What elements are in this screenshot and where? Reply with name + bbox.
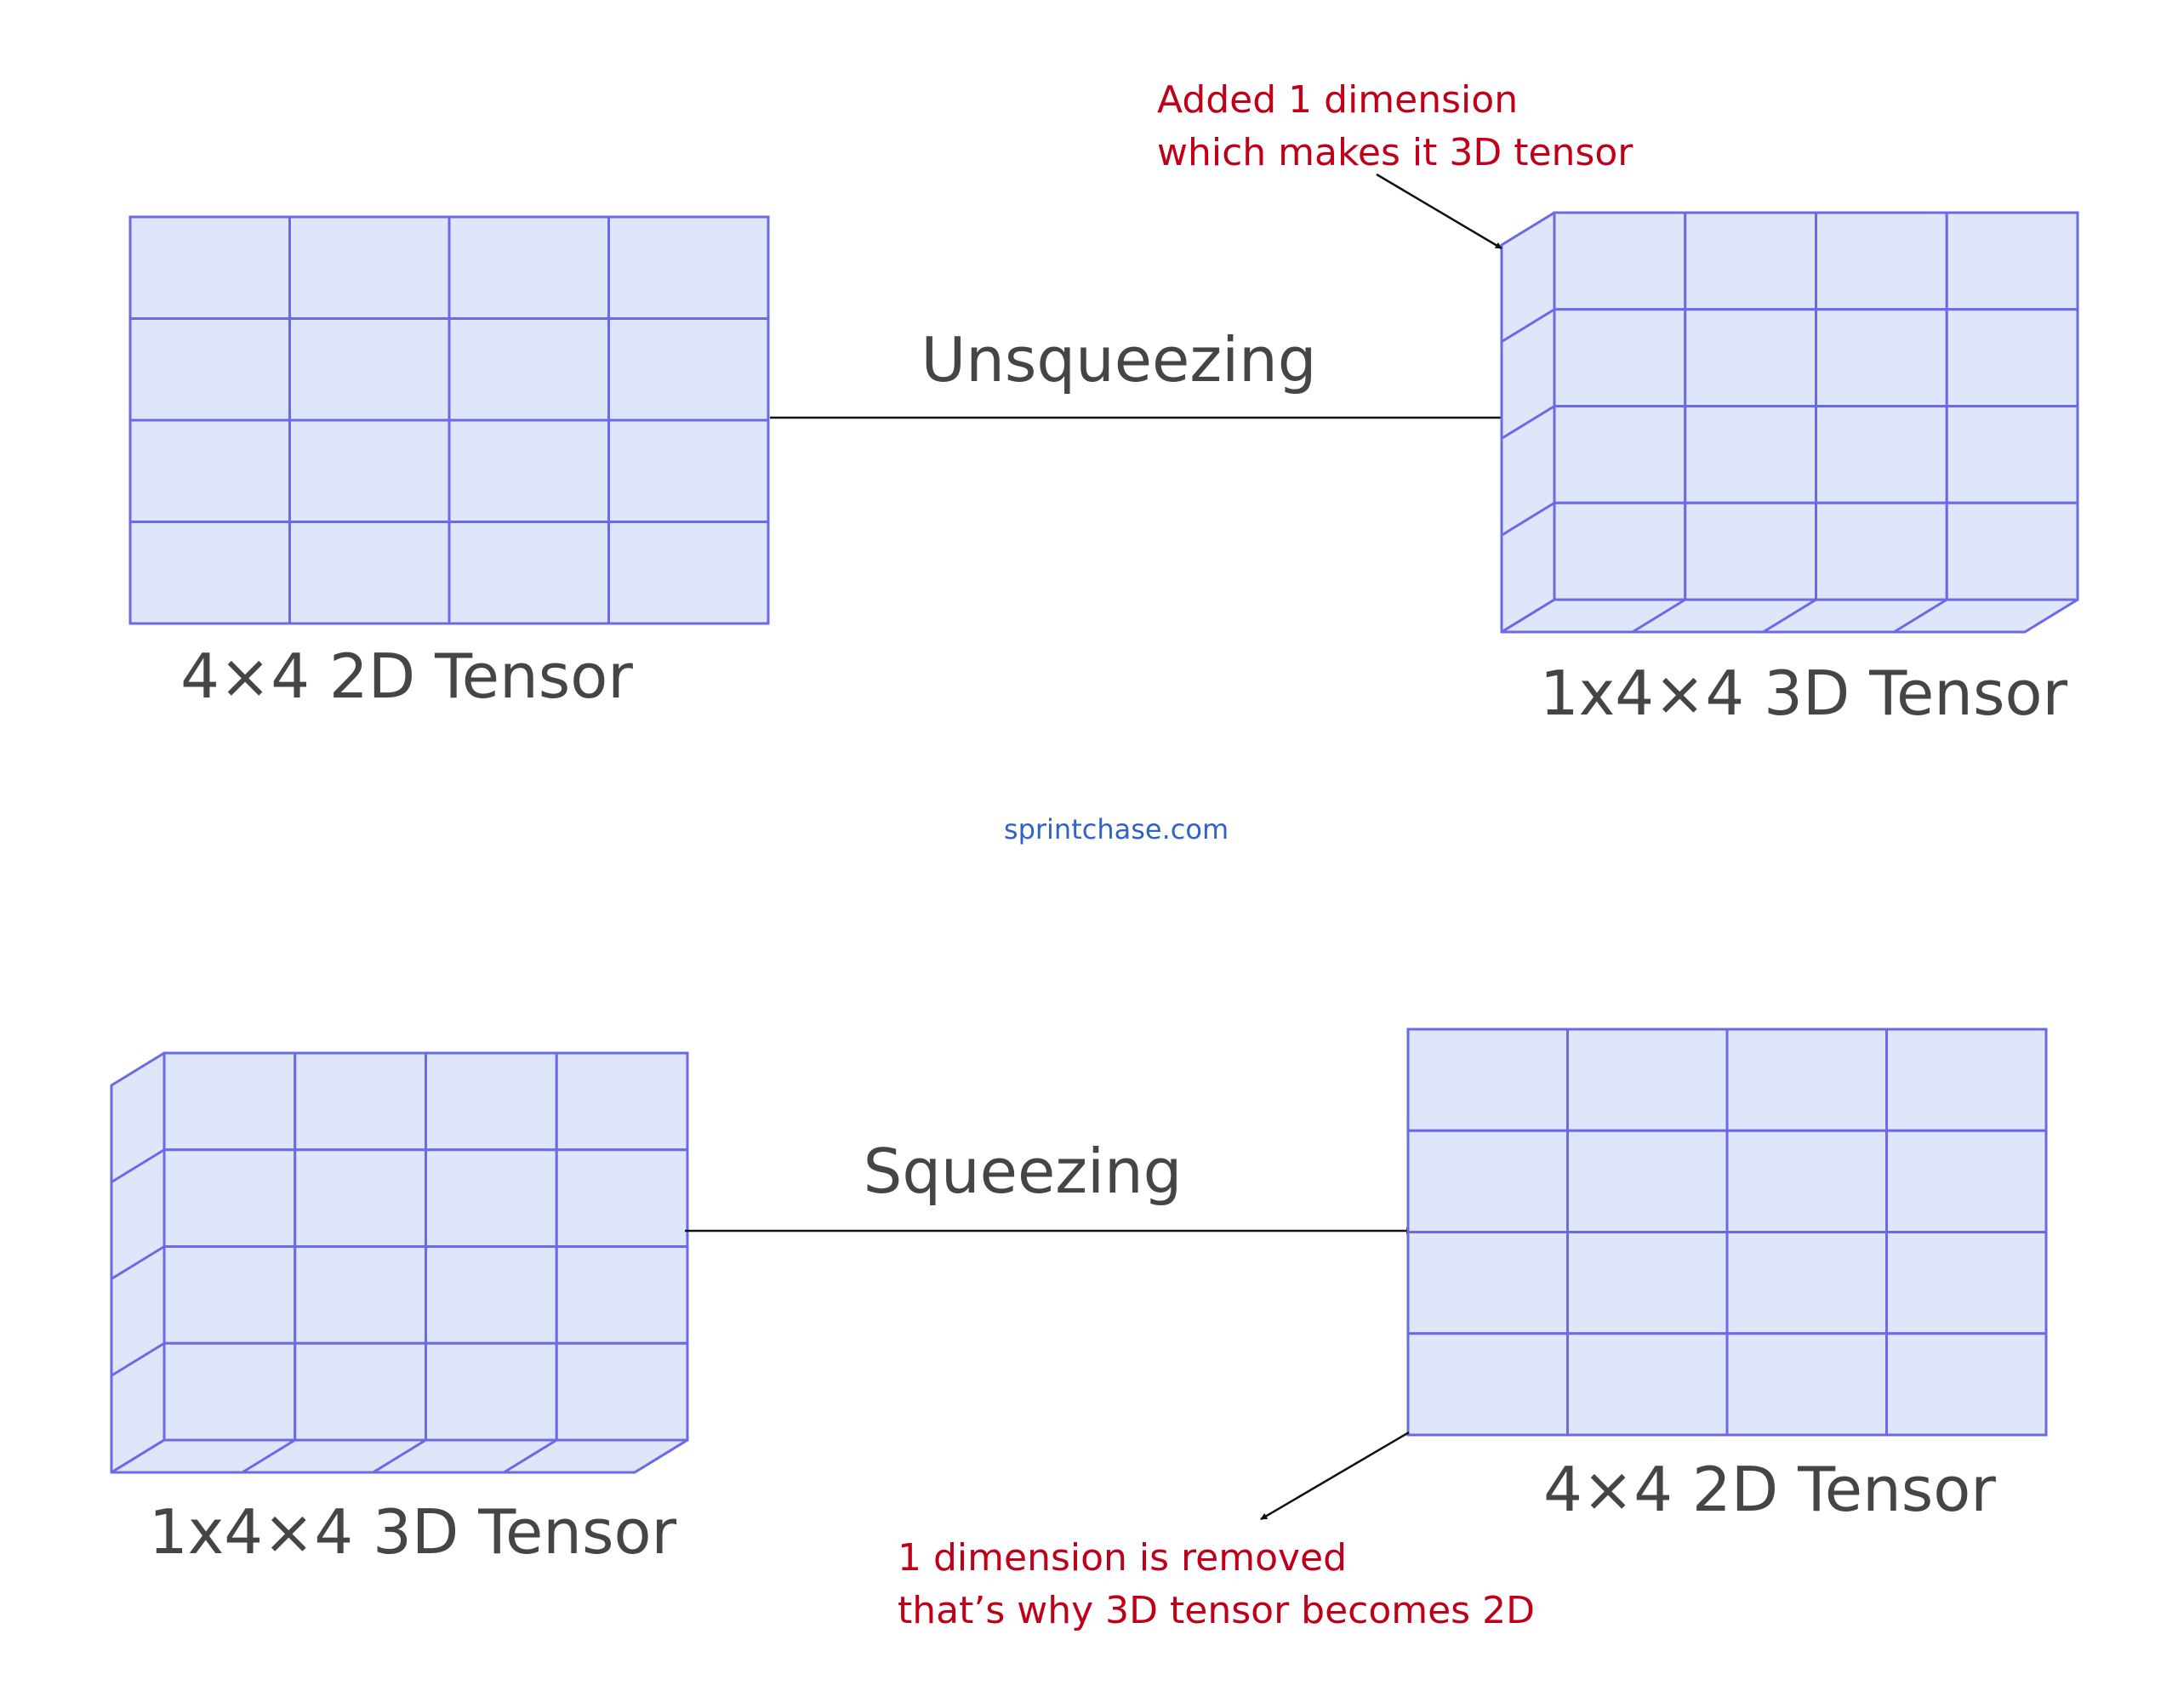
- bottom-right-label: 4×4 2D Tensor: [1543, 1454, 1996, 1525]
- tensor-cell: [162, 1341, 297, 1442]
- tensor-cell: [1406, 1231, 1569, 1335]
- tensor-cell: [1945, 211, 2079, 311]
- tensor-cell: [448, 215, 610, 320]
- add-dimension-note-line-2: which makes it 3D tensor: [1157, 131, 1634, 174]
- tensor-cell: [128, 418, 291, 523]
- tensor-cell: [294, 1148, 427, 1248]
- tensor-cell: [1566, 1129, 1729, 1233]
- tensor-cell: [1815, 211, 1948, 311]
- tensor-cell: [1684, 405, 1817, 504]
- tensor-cell: [607, 317, 770, 422]
- tensor-cell: [1885, 1332, 2048, 1437]
- tensor-cell: [1406, 1129, 1569, 1233]
- tensor-cell: [288, 521, 451, 625]
- tensor-bottom-divider: [1762, 598, 1817, 634]
- tensor-cell: [555, 1341, 689, 1442]
- tensor-bottom-divider: [372, 1438, 427, 1474]
- tensor-cell: [1684, 501, 1817, 601]
- tensor-side-divider: [1501, 308, 1555, 344]
- tensor-cell: [1945, 501, 2079, 601]
- tensor-cell: [448, 418, 610, 523]
- tensor-cell: [1725, 1231, 1888, 1335]
- tensor-cell: [425, 1051, 558, 1152]
- tensor-cell: [162, 1148, 297, 1248]
- tensor-cell: [555, 1245, 689, 1345]
- tensor-cell: [1566, 1332, 1729, 1437]
- tensor-cell: [448, 521, 610, 625]
- unsqueeze-label: Unsqueezing: [921, 324, 1317, 396]
- top-right-label: 1x4×4 3D Tensor: [1540, 658, 2068, 729]
- tensor-cell: [1815, 405, 1948, 504]
- tensor-cell: [1885, 1231, 2048, 1335]
- tensor-cell: [555, 1051, 689, 1152]
- tensor-cell: [1684, 211, 1817, 311]
- tensor-side-divider: [1501, 405, 1555, 440]
- watermark: sprintchase.com: [1004, 813, 1229, 845]
- tensor-cell: [294, 1051, 427, 1152]
- top-3d-tensor-block: [1500, 211, 2079, 634]
- tensor-side-divider: [111, 1148, 165, 1184]
- tensor-cell: [162, 1051, 297, 1152]
- tensor-cell: [607, 418, 770, 523]
- tensor-cell: [1815, 501, 1948, 601]
- tensor-cell: [294, 1341, 427, 1442]
- bottom-left-label: 1x4×4 3D Tensor: [149, 1496, 677, 1568]
- tensor-cell: [425, 1341, 558, 1442]
- tensor-cell: [128, 521, 291, 625]
- tensor-cell: [607, 521, 770, 625]
- tensor-cell: [294, 1245, 427, 1345]
- tensor-side-divider: [1501, 501, 1555, 537]
- tensor-cell: [555, 1148, 689, 1248]
- tensor-bottom-divider: [1893, 598, 1948, 634]
- tensor-bottom-divider: [503, 1438, 558, 1474]
- tensor-cell: [1725, 1332, 1888, 1437]
- tensor-cell: [1885, 1129, 2048, 1233]
- tensor-cell: [1684, 308, 1817, 407]
- remove-dimension-note-line-2: that’s why 3D tensor becomes 2D: [898, 1589, 1535, 1632]
- tensor-cell: [1553, 501, 1687, 601]
- tensor-cell: [1406, 1332, 1569, 1437]
- tensor-cell: [1885, 1028, 2048, 1132]
- bottom-3d-tensor-block: [110, 1051, 689, 1474]
- tensor-cell: [1406, 1028, 1569, 1132]
- remove-dimension-note-arrow: [1260, 1431, 1410, 1521]
- tensor-cell: [1566, 1028, 1729, 1132]
- tensor-side-divider: [111, 1245, 165, 1280]
- top-left-label: 4×4 2D Tensor: [180, 640, 633, 712]
- tensor-cell: [425, 1245, 558, 1345]
- squeeze-label: Squeezing: [864, 1136, 1183, 1207]
- add-dimension-note-line-1: Added 1 dimension: [1157, 78, 1518, 122]
- tensor-bottom-divider: [1631, 598, 1686, 634]
- top-2d-tensor-grid: [128, 215, 770, 625]
- tensor-cell: [1945, 308, 2079, 407]
- add-dimension-note-arrow: [1376, 173, 1502, 250]
- tensor-cell: [1945, 405, 2079, 504]
- remove-dimension-note-line-1: 1 dimension is removed: [898, 1536, 1347, 1580]
- tensor-cell: [128, 317, 291, 422]
- tensor-cell: [128, 215, 291, 320]
- bottom-2d-tensor-grid: [1406, 1028, 2048, 1437]
- tensor-cell: [1815, 308, 1948, 407]
- tensor-cell: [1566, 1231, 1729, 1335]
- tensor-bottom-divider: [241, 1438, 296, 1474]
- tensor-cell: [425, 1148, 558, 1248]
- tensor-cell: [607, 215, 770, 320]
- tensor-cell: [1553, 211, 1687, 311]
- tensor-cell: [1725, 1129, 1888, 1233]
- tensor-cell: [162, 1245, 297, 1345]
- tensor-cell: [448, 317, 610, 422]
- tensor-cell: [288, 215, 451, 320]
- tensor-cell: [1553, 308, 1687, 407]
- tensor-cell: [1553, 405, 1687, 504]
- tensor-cell: [1725, 1028, 1888, 1132]
- tensor-cell: [288, 418, 451, 523]
- tensor-side-divider: [111, 1341, 165, 1377]
- tensor-cell: [288, 317, 451, 422]
